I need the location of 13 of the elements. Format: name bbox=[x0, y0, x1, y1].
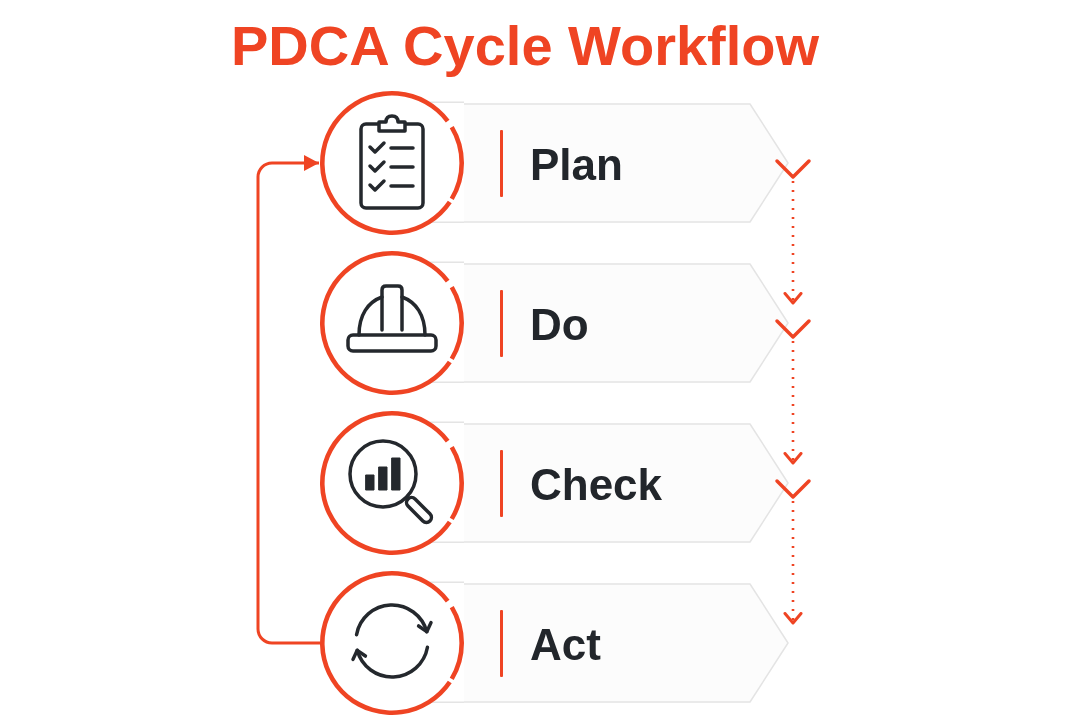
dotted-arrow bbox=[783, 181, 803, 305]
diagram-title: PDCA Cycle Workflow bbox=[230, 14, 820, 79]
step-label: Plan bbox=[530, 139, 623, 191]
step-card bbox=[464, 263, 790, 383]
step-card bbox=[464, 103, 790, 223]
step-label: Check bbox=[530, 459, 663, 511]
step-label: Act bbox=[530, 619, 601, 671]
arrow bbox=[256, 155, 320, 645]
dotted-arrow bbox=[783, 501, 803, 625]
dotted-arrow bbox=[783, 341, 803, 465]
step-card bbox=[464, 583, 790, 703]
step-label: Do bbox=[530, 299, 589, 351]
step-card bbox=[464, 423, 790, 543]
